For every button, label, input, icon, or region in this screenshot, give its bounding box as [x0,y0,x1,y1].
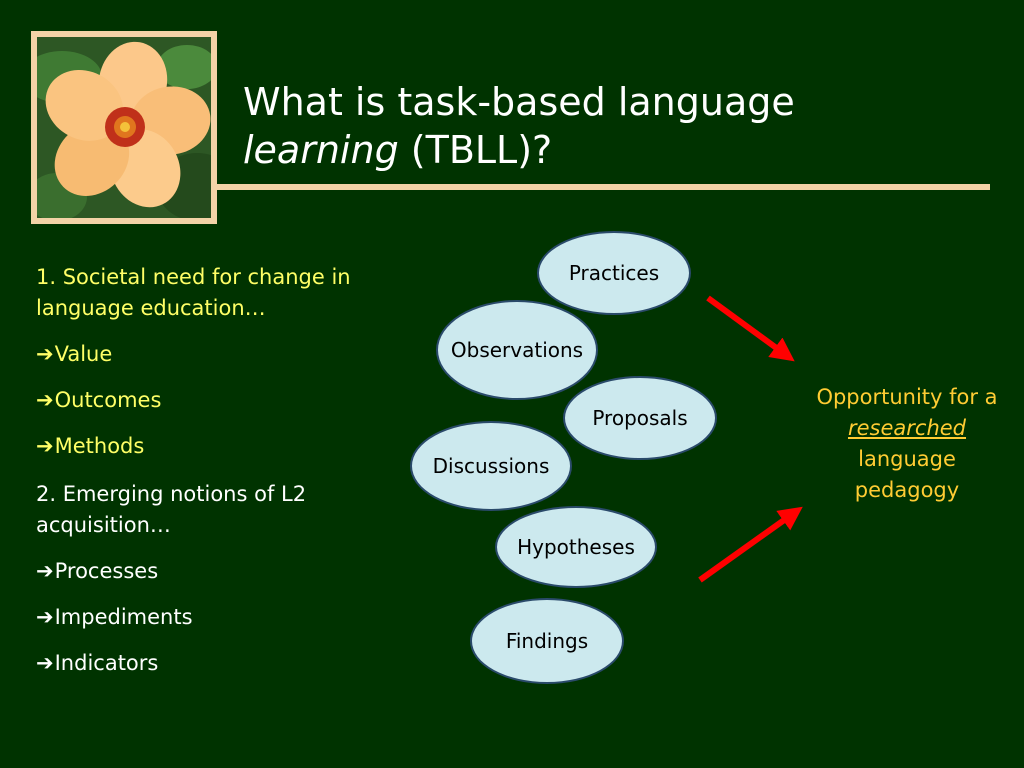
red-arrow-down-icon [706,295,795,362]
flower-photo [31,31,217,224]
arrow-right-icon: ➔ [36,559,54,583]
ellipse-practices: Practices [537,231,691,315]
ellipse-discussions: Discussions [410,421,572,511]
title-underline-rule [216,184,990,190]
ellipse-hypotheses: Hypotheses [495,506,657,588]
bullet-methods: ➔Methods [36,434,145,458]
hibiscus-flower-image [37,37,211,218]
ellipse-observations: Observations [436,300,598,400]
title-italic-word: learning [243,128,399,172]
slide-title: What is task-based language learning (TB… [243,78,963,174]
arrow-right-icon: ➔ [36,605,54,629]
bullet-indicators: ➔Indicators [36,651,159,675]
bullet-processes: ➔Processes [36,559,159,583]
heading-emerging-notions: 2. Emerging notions of L2 acquisition… [36,482,307,537]
ellipse-findings: Findings [470,598,624,684]
title-line-1: What is task-based language [243,80,795,124]
left-column: 1. Societal need for change in language … [36,262,386,679]
researched-underlined: researched [847,416,967,440]
arrow-right-icon: ➔ [36,434,54,458]
arrow-right-icon: ➔ [36,388,54,412]
red-arrow-up-icon [698,506,803,583]
arrow-right-icon: ➔ [36,342,54,366]
bullet-impediments: ➔Impediments [36,605,193,629]
title-rest: (TBLL)? [398,128,553,172]
arrow-right-icon: ➔ [36,651,54,675]
bullet-outcomes: ➔Outcomes [36,388,162,412]
ellipse-proposals: Proposals [563,376,717,460]
opportunity-text: Opportunity for a researched language pe… [816,385,998,502]
heading-societal-need: 1. Societal need for change in language … [36,265,351,320]
bullet-value: ➔Value [36,342,113,366]
